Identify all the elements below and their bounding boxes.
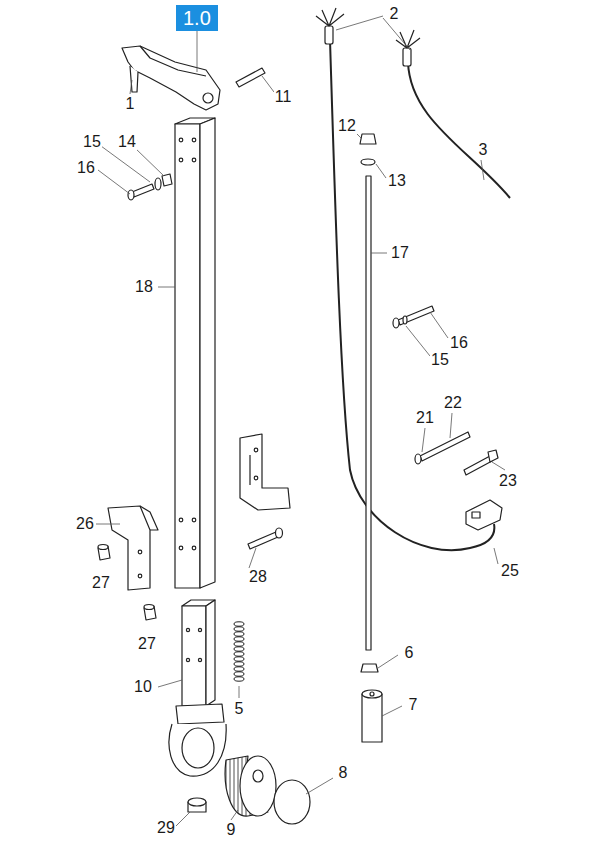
callout-number: 1 xyxy=(125,95,136,113)
callout-number: 16 xyxy=(449,334,469,352)
callout-number: 14 xyxy=(117,133,137,151)
leader-lines xyxy=(96,16,505,826)
callout-number: 6 xyxy=(404,644,415,662)
callout-number: 2 xyxy=(389,5,400,23)
callout-number: 29 xyxy=(156,819,176,837)
callout-number: 18 xyxy=(134,278,154,296)
callout-number: 10 xyxy=(133,678,153,696)
callout-number: 23 xyxy=(498,472,518,490)
callout-number: 16 xyxy=(76,159,96,177)
callout-number: 11 xyxy=(274,88,293,106)
callout-number: 27 xyxy=(137,635,157,653)
callout-number: 13 xyxy=(387,172,407,190)
highlight-tag: 1.0 xyxy=(176,5,218,31)
part-ref-text: 1.0 xyxy=(183,6,211,30)
callout-number: 5 xyxy=(234,700,245,718)
callout-number: 9 xyxy=(226,821,237,839)
callout-number: 7 xyxy=(408,696,419,714)
callout-number: 15 xyxy=(82,133,102,151)
callout-number: 25 xyxy=(500,562,520,580)
callout-number: 27 xyxy=(91,574,111,592)
callout-number: 22 xyxy=(443,394,463,412)
callout-number: 3 xyxy=(478,141,489,159)
callout-number: 8 xyxy=(338,764,349,782)
callout-number: 21 xyxy=(415,409,435,427)
callout-number: 26 xyxy=(75,515,95,533)
callout-number: 17 xyxy=(390,244,410,262)
callout-number: 15 xyxy=(430,351,450,369)
callout-number: 28 xyxy=(248,568,268,586)
callout-number: 12 xyxy=(337,117,357,135)
